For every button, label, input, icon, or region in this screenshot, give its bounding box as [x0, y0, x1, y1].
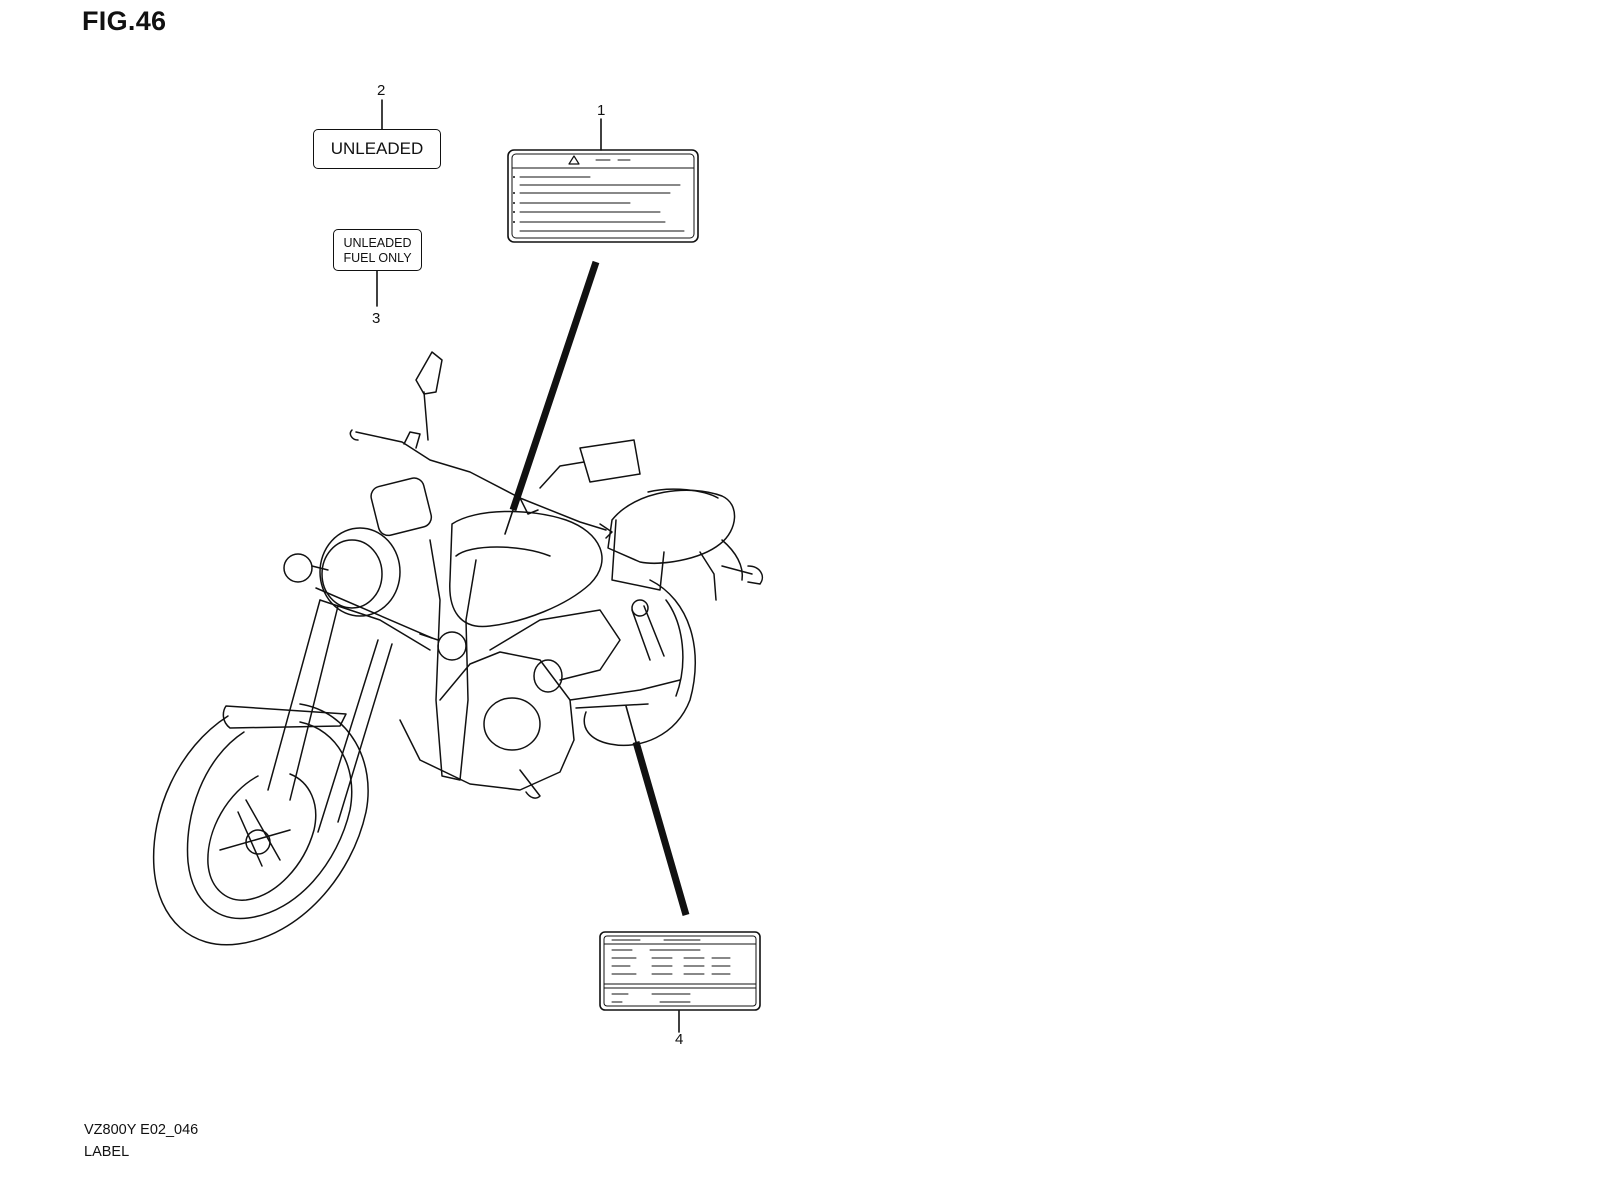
rear-shock — [631, 605, 665, 661]
model-code: VZ800Y E02_046 — [84, 1122, 199, 1138]
warning-triangle-icon — [568, 155, 580, 165]
unleaded-fuel-only-line-1: UNLEADED — [343, 236, 412, 250]
label-1-pointer-line — [509, 260, 600, 512]
callout-1-number: 1 — [597, 102, 606, 119]
fuel-tank — [449, 510, 603, 628]
swingarm — [569, 679, 681, 709]
rear-fender — [699, 539, 744, 601]
warning-label-1 — [507, 149, 699, 243]
rear-turn-signal — [721, 565, 764, 585]
headlight — [319, 527, 401, 617]
info-label-4 — [599, 931, 761, 1011]
callout-4-number: 4 — [675, 1031, 684, 1048]
front-forks — [267, 599, 393, 833]
seat — [607, 489, 736, 564]
callout-3-number: 3 — [372, 310, 381, 327]
section-name: LABEL — [84, 1144, 130, 1160]
unleaded-label: UNLEADED — [313, 129, 441, 169]
handlebar — [355, 431, 607, 531]
right-mirror — [539, 439, 641, 489]
front-rim — [207, 773, 317, 901]
motorcycle-drawing — [152, 351, 764, 946]
front-turn-signal-right — [437, 631, 467, 661]
speedometer — [370, 477, 433, 537]
callout-2-number: 2 — [377, 82, 386, 99]
unleaded-fuel-only-line-2: FUEL ONLY — [343, 251, 412, 265]
figure-title: FIG.46 — [82, 6, 167, 36]
engine — [399, 651, 575, 791]
unleaded-fuel-only-label: UNLEADED FUEL ONLY — [333, 229, 422, 271]
unleaded-label-text: UNLEADED — [330, 139, 424, 158]
label-4-pointer-thin — [625, 705, 637, 743]
left-mirror — [415, 351, 443, 441]
front-fender — [222, 705, 347, 729]
front-turn-signal-left — [283, 553, 313, 583]
side-cover — [611, 519, 665, 591]
label-1-pointer-thin — [504, 509, 514, 535]
label-4-pointer-line — [632, 741, 690, 916]
rear-tire — [583, 579, 696, 747]
frame — [429, 539, 477, 781]
front-tire — [152, 703, 369, 946]
